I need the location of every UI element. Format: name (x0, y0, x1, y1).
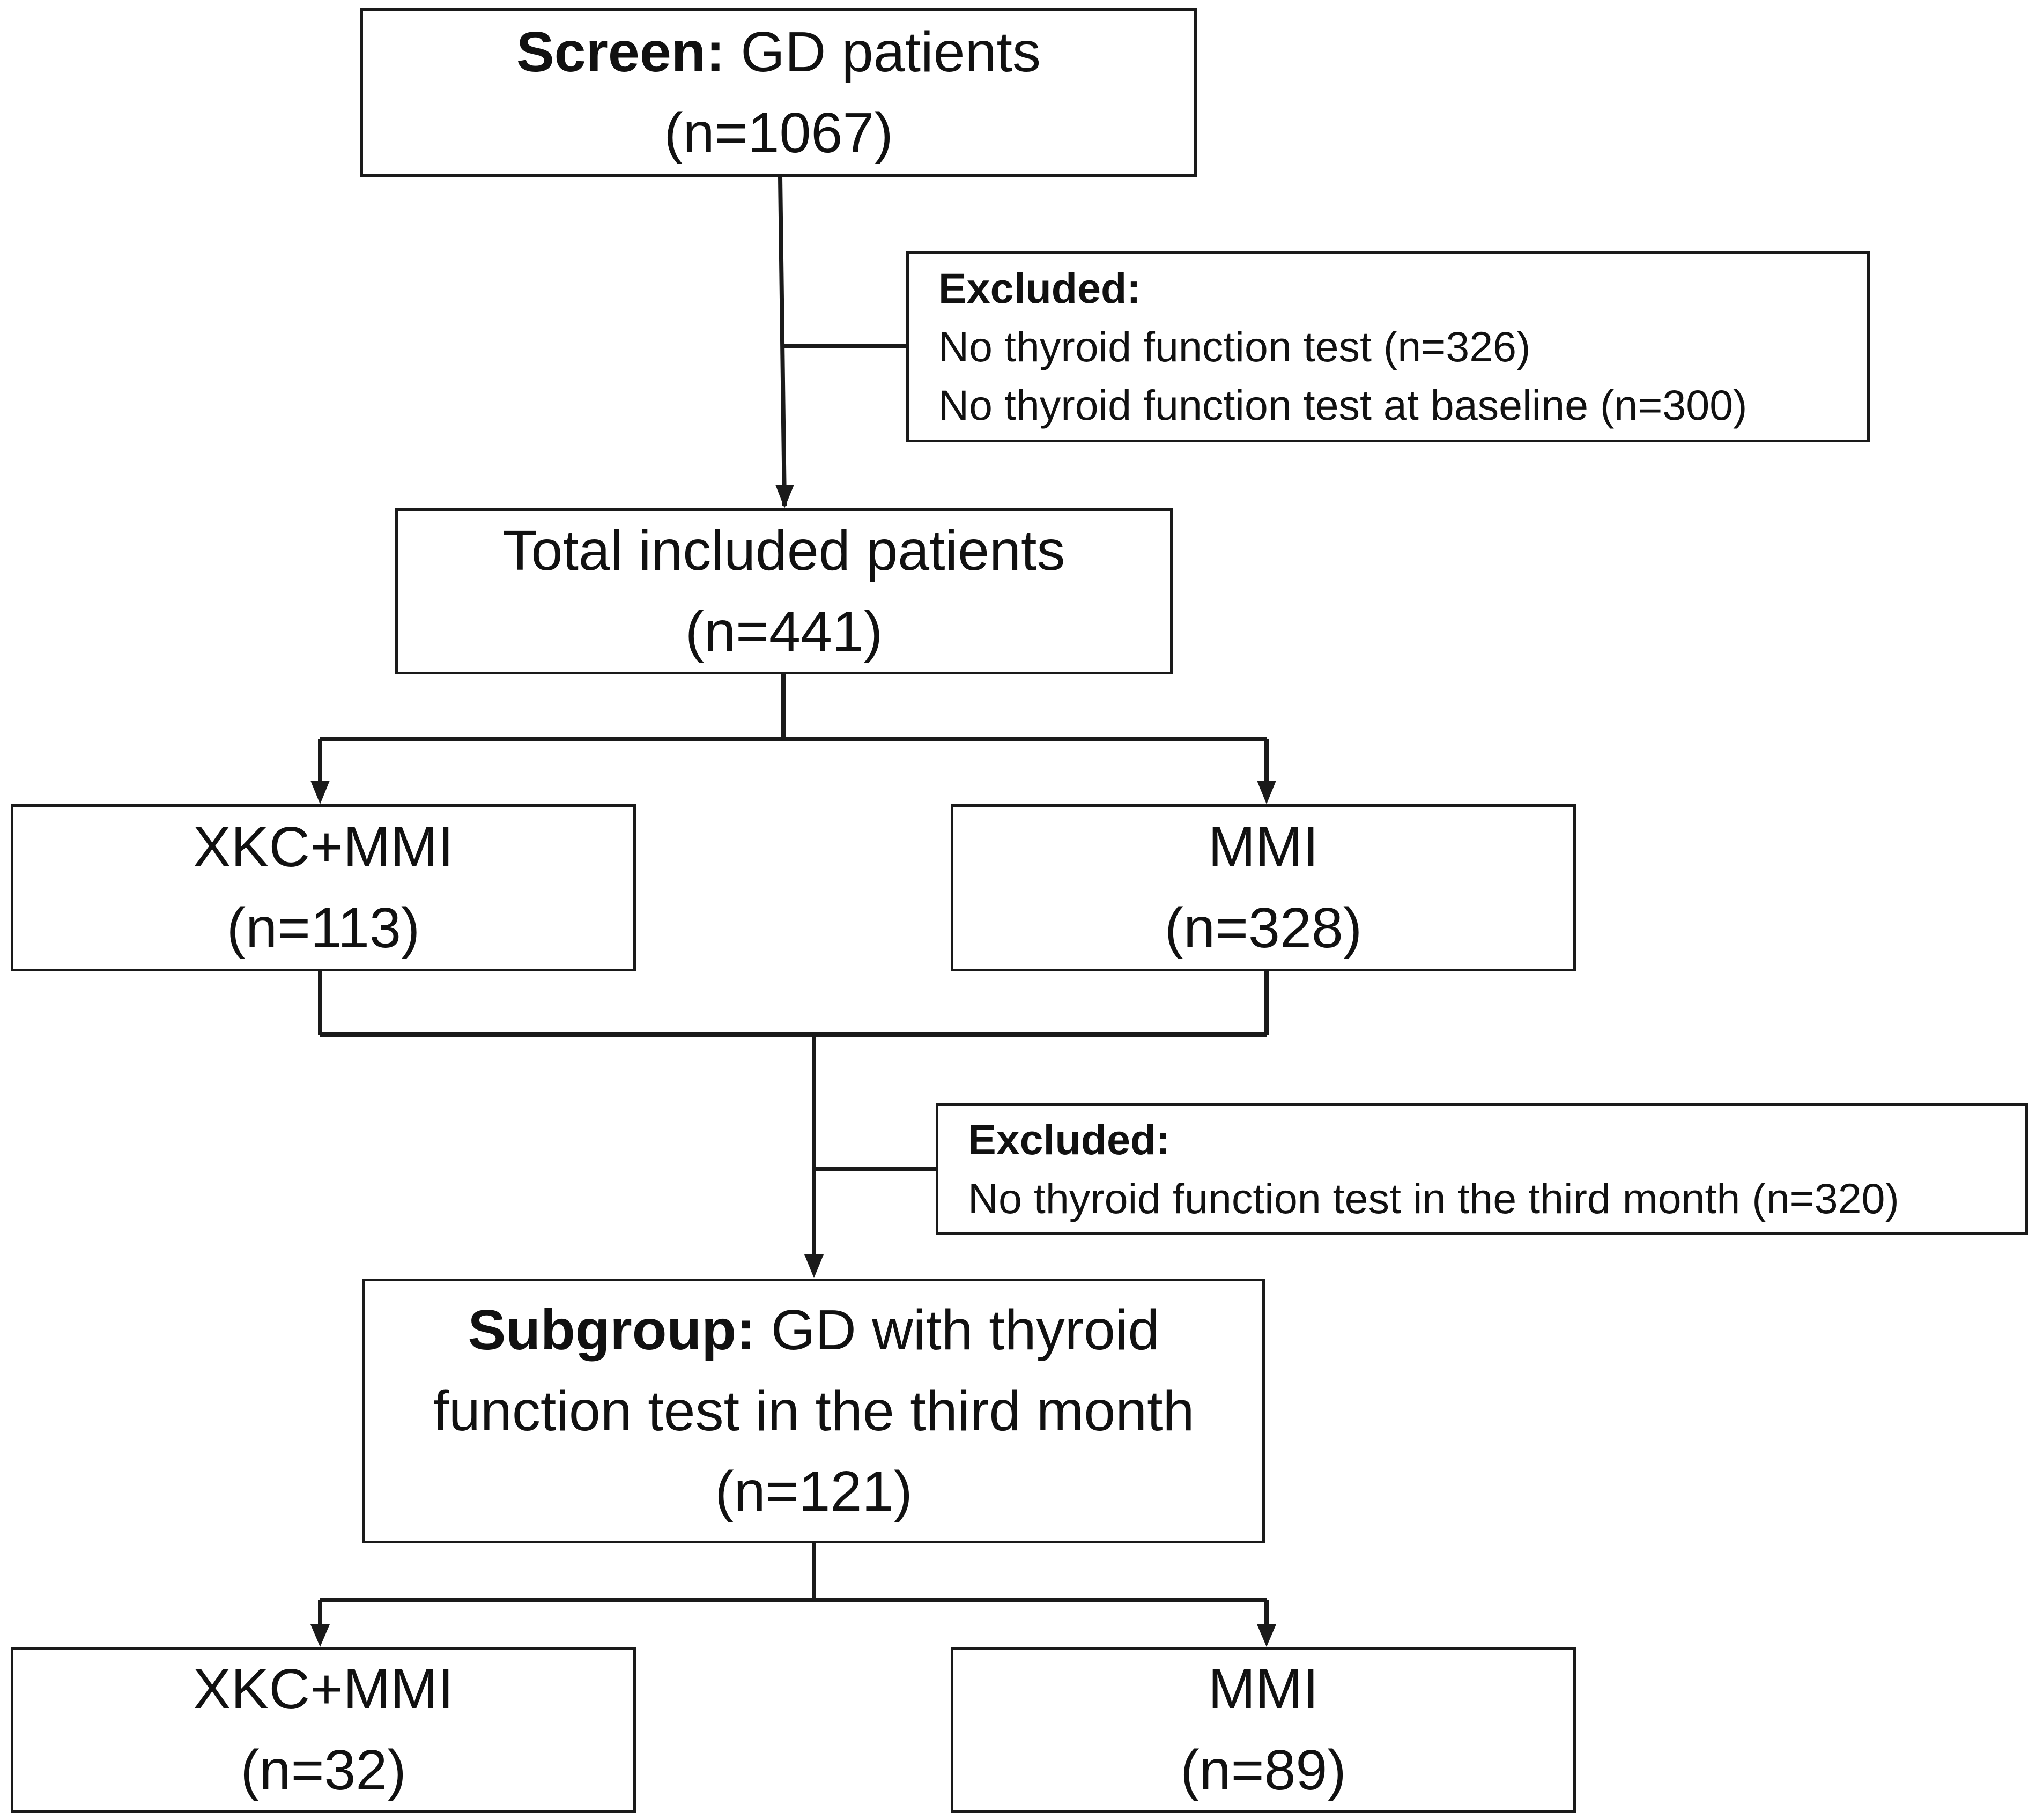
exclusion1-item: No thyroid function test (n=326) (938, 322, 1531, 370)
screen-count: (n=1067) (664, 101, 893, 165)
arm2-label: MMI (1208, 815, 1319, 879)
arrow-screen-to-total (778, 176, 787, 504)
arrowhead-subgroup (804, 1254, 824, 1278)
arrowhead-sub-arm2 (1257, 1624, 1276, 1647)
arrowhead-sub-arm1 (310, 1624, 330, 1647)
exclusion2-item: No thyroid function test in the third mo… (968, 1174, 1899, 1222)
exclusion1-item: No thyroid function test at baseline (n=… (938, 381, 1748, 429)
subgroup-text1: GD with thyroid (755, 1298, 1160, 1362)
subgroup-line2: function test in the third month (433, 1379, 1195, 1443)
arm2-count: (n=328) (1164, 896, 1363, 960)
sub-arm1-box: XKC+MMI (n=32) (11, 1647, 636, 1813)
arm1-label: XKC+MMI (193, 815, 454, 879)
screen-bold: Screen: (516, 20, 725, 84)
exclusion-box-1: Excluded: No thyroid function test (n=32… (906, 251, 1870, 442)
arm1-box: XKC+MMI (n=113) (11, 804, 636, 971)
sub-arm2-count: (n=89) (1180, 1739, 1346, 1802)
total-count: (n=441) (685, 600, 883, 663)
sub-arm2-box: MMI (n=89) (951, 1647, 1576, 1813)
screen-box: Screen: GD patients (n=1067) (360, 8, 1197, 177)
exclusion-box-2: Excluded: No thyroid function test in th… (936, 1103, 2028, 1235)
screen-label: GD patients (724, 20, 1041, 84)
subgroup-count: (n=121) (715, 1460, 913, 1524)
sub-arm1-count: (n=32) (240, 1739, 406, 1802)
sub-arm2-label: MMI (1208, 1658, 1319, 1721)
arrowhead-arm1 (310, 781, 330, 804)
total-box: Total included patients (n=441) (395, 508, 1173, 674)
arrowhead-total (775, 485, 794, 508)
total-label: Total included patients (502, 519, 1065, 583)
exclusion1-heading: Excluded: (938, 264, 1141, 312)
screen-line: Screen: GD patients (516, 12, 1041, 93)
exclusion2-heading: Excluded: (968, 1116, 1171, 1164)
subgroup-line1: Subgroup: GD with thyroid (468, 1290, 1160, 1371)
subgroup-bold: Subgroup: (468, 1298, 756, 1362)
arm2-box: MMI (n=328) (951, 804, 1576, 971)
arrowhead-arm2 (1257, 781, 1276, 804)
arm1-count: (n=113) (226, 896, 420, 960)
sub-arm1-label: XKC+MMI (193, 1658, 454, 1721)
subgroup-box: Subgroup: GD with thyroid function test … (362, 1279, 1265, 1543)
